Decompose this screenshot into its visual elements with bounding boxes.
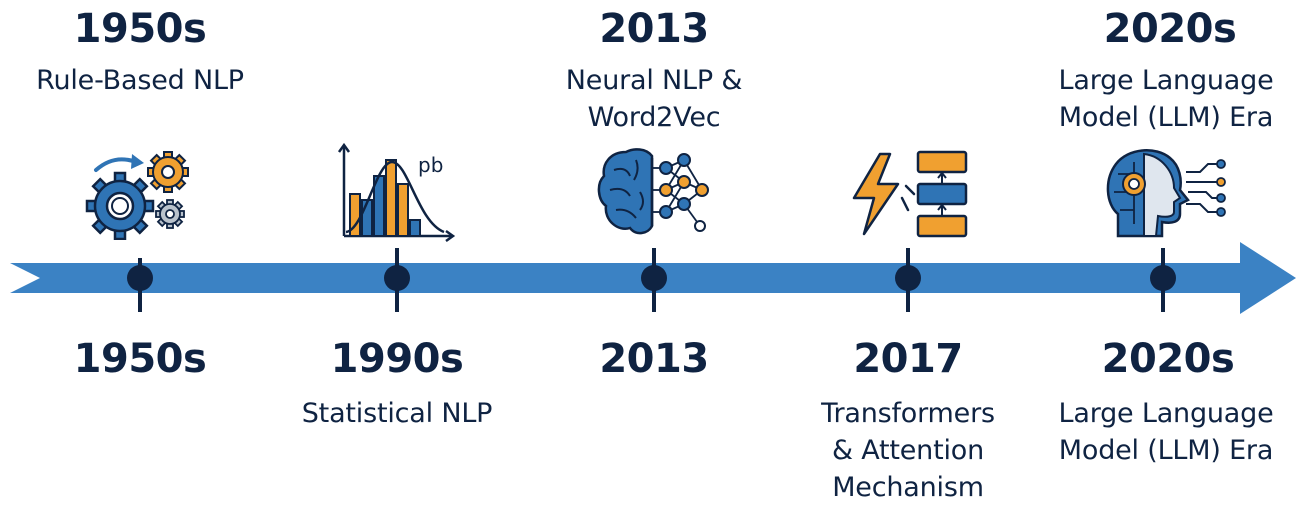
bottom-label-5-line-2: Model (LLM) Era [1058,435,1274,466]
bottom-label-4-line-1: Transformers [821,398,995,429]
top-label-1-line-1: Rule-Based NLP [36,65,244,96]
bottom-label-2-line-1: Statistical NLP [301,398,493,429]
robot-head-circuit-icon [1106,149,1226,238]
bottom-year-1: 1950s [73,336,207,382]
bottom-label-4-line-2: & Attention [831,435,985,466]
bar-chart-bell-curve-icon: pb [337,142,456,242]
top-year-5: 2020s [1103,6,1237,52]
top-label-5: Large Language Model (LLM) Era [1059,62,1274,136]
bar-chart-icon-text: pb [418,153,443,177]
top-label-3-line-2: Word2Vec [587,102,721,133]
timeline-node-1 [127,258,153,312]
bottom-label-2: Statistical NLP [302,395,493,432]
timeline-node-4 [895,248,921,312]
gears-icon [85,151,189,240]
top-year-3: 2013 [599,6,709,52]
timeline-node-3 [641,248,667,312]
top-label-1: Rule-Based NLP [36,62,244,99]
brain-network-icon [597,148,709,235]
timeline-node-2 [384,248,410,312]
bottom-label-4: Transformers & Attention Mechanism [821,395,995,506]
bottom-year-5: 2020s [1101,336,1235,382]
top-label-3-line-1: Neural NLP & [565,65,743,96]
top-label-5-line-2: Model (LLM) Era [1058,102,1274,133]
bottom-year-2: 1990s [330,336,464,382]
top-label-3: Neural NLP & Word2Vec [565,62,743,136]
top-year-1: 1950s [73,6,207,52]
bottom-year-3: 2013 [599,336,709,382]
bottom-label-5: Large Language Model (LLM) Era [1059,395,1274,469]
bottom-year-4: 2017 [853,336,963,382]
lightning-attention-stack-icon [852,150,968,238]
timeline-node-5 [1150,248,1176,312]
bottom-label-5-line-1: Large Language [1058,398,1274,429]
top-label-5-line-1: Large Language [1058,65,1274,96]
bottom-label-4-line-3: Mechanism [832,472,984,503]
